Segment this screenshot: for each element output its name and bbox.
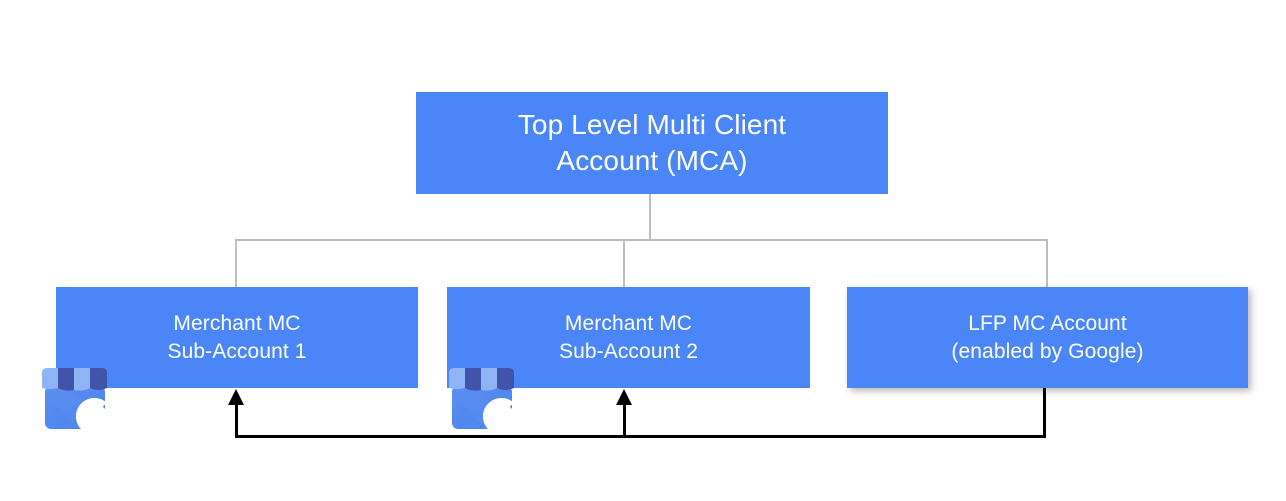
feedback-connector-vertical-lfp [1043, 388, 1046, 438]
connector-top-stem [649, 194, 651, 241]
feedback-connector-up-sub2 [623, 400, 626, 436]
node-top-level-mca[interactable]: Top Level Multi Client Account (MCA) [416, 92, 888, 194]
arrowhead-icon-sub2 [616, 389, 632, 405]
google-business-profile-icon [449, 368, 519, 432]
connector-drop-sub1 [235, 239, 237, 288]
node-lfp-mc-account-label: LFP MC Account (enabled by Google) [951, 312, 1144, 363]
connector-drop-lfp [1046, 239, 1048, 288]
node-merchant-sub-account-1-label: Merchant MC Sub-Account 1 [167, 312, 307, 363]
node-merchant-sub-account-1[interactable]: Merchant MC Sub-Account 1 [56, 287, 418, 388]
connector-drop-sub2 [623, 239, 625, 288]
node-top-level-mca-label: Top Level Multi Client Account (MCA) [517, 108, 787, 176]
google-business-profile-icon [42, 368, 112, 432]
connector-horizontal-bus [235, 239, 1048, 241]
feedback-connector-up-sub1 [235, 400, 238, 436]
node-lfp-mc-account[interactable]: LFP MC Account (enabled by Google) [847, 287, 1248, 388]
node-merchant-sub-account-2-label: Merchant MC Sub-Account 2 [558, 312, 699, 363]
feedback-connector-horizontal [235, 435, 1046, 438]
arrowhead-icon-sub1 [228, 389, 244, 405]
